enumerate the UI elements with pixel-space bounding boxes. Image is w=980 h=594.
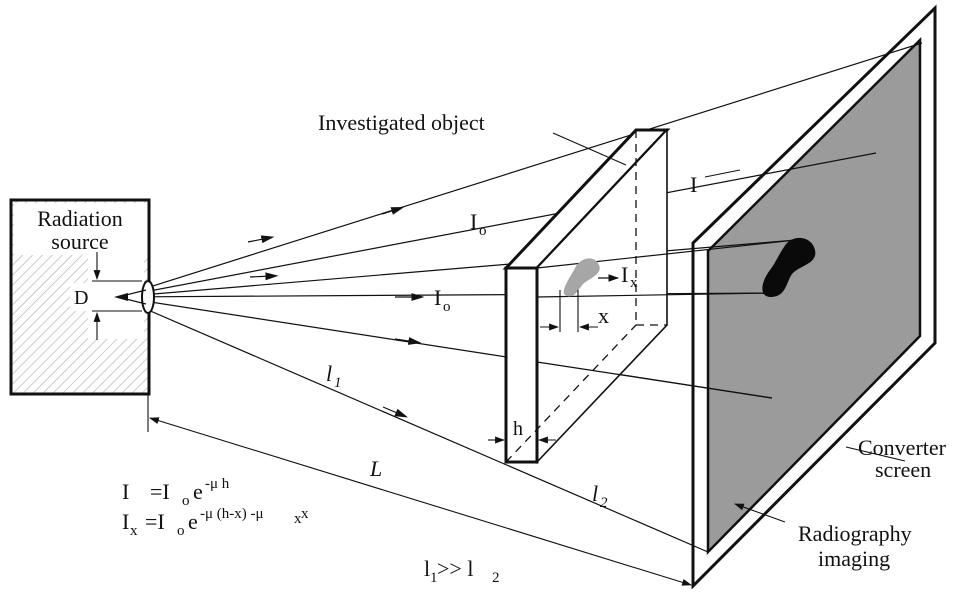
leader-imaging xyxy=(734,503,786,523)
ray-3 xyxy=(117,239,797,298)
svg-text:I: I xyxy=(621,262,628,287)
label-converter: Converter xyxy=(858,435,947,460)
svg-text:-μ h: -μ h xyxy=(205,476,230,492)
svg-text:I: I xyxy=(122,479,129,504)
svg-text:l: l xyxy=(592,481,598,506)
label-radiography: Radiography xyxy=(798,521,912,546)
svg-text:l: l xyxy=(424,556,430,581)
svg-text:2: 2 xyxy=(600,495,608,511)
label-imaging: imaging xyxy=(818,546,890,571)
formula-l-relation: l 1 >> l 2 xyxy=(424,556,500,586)
label-i0-central: I o xyxy=(434,285,451,315)
label-l1: l 1 xyxy=(326,361,342,391)
label-screen: screen xyxy=(875,457,931,482)
ray-2 xyxy=(117,152,877,298)
svg-text:2: 2 xyxy=(492,570,500,586)
svg-text:l: l xyxy=(326,361,332,386)
defect-shadow xyxy=(762,237,816,298)
defect-in-object xyxy=(563,258,600,297)
svg-text:I: I xyxy=(470,209,477,234)
svg-text:e: e xyxy=(188,509,198,534)
svg-text:o: o xyxy=(177,523,185,539)
svg-text:e: e xyxy=(193,479,203,504)
radiography-plate xyxy=(706,36,922,556)
aperture-lens xyxy=(141,280,155,314)
d-dimension xyxy=(92,252,142,340)
leader-converter xyxy=(845,446,906,462)
l-dimension xyxy=(147,395,692,586)
leader-i xyxy=(704,169,741,178)
label-d: D xyxy=(74,287,88,309)
svg-text:1: 1 xyxy=(334,375,342,391)
svg-text:I: I xyxy=(122,509,129,534)
x-dimension xyxy=(540,290,598,332)
svg-text:=I: =I xyxy=(150,479,170,504)
svg-text:x: x xyxy=(630,275,638,291)
svg-text:x: x xyxy=(294,511,302,527)
svg-text:=I: =I xyxy=(145,509,165,534)
svg-text:o: o xyxy=(479,223,487,239)
label-x: x xyxy=(598,303,609,328)
ray-top xyxy=(117,42,923,298)
converter-screen xyxy=(691,4,937,590)
svg-text:-μ (h-x) -μ: -μ (h-x) -μ xyxy=(200,506,264,522)
label-investigated-object: Investigated object xyxy=(318,110,485,135)
label-big-l: L xyxy=(369,456,382,481)
svg-text:o: o xyxy=(182,493,190,509)
label-source: source xyxy=(51,229,108,254)
svg-text:1: 1 xyxy=(430,570,438,586)
label-l2: l 2 xyxy=(592,481,608,511)
svg-text:>> l: >> l xyxy=(437,556,473,581)
label-h: h xyxy=(513,418,523,440)
svg-text:x: x xyxy=(130,523,138,539)
formula-ix: I x =I o e -μ (h-x) -μ x x xyxy=(122,506,309,539)
label-radiation: Radiation xyxy=(37,206,123,231)
leader-object xyxy=(552,132,627,166)
label-i0-upper: I o xyxy=(470,209,487,239)
label-i-screen: I xyxy=(690,172,697,197)
label-ix: I x xyxy=(621,262,638,291)
radiation-source xyxy=(9,198,155,396)
svg-text:o: o xyxy=(443,299,451,315)
formula-i: I =I o e -μ h xyxy=(122,476,230,509)
svg-text:x: x xyxy=(301,506,309,522)
svg-text:I: I xyxy=(434,285,441,310)
